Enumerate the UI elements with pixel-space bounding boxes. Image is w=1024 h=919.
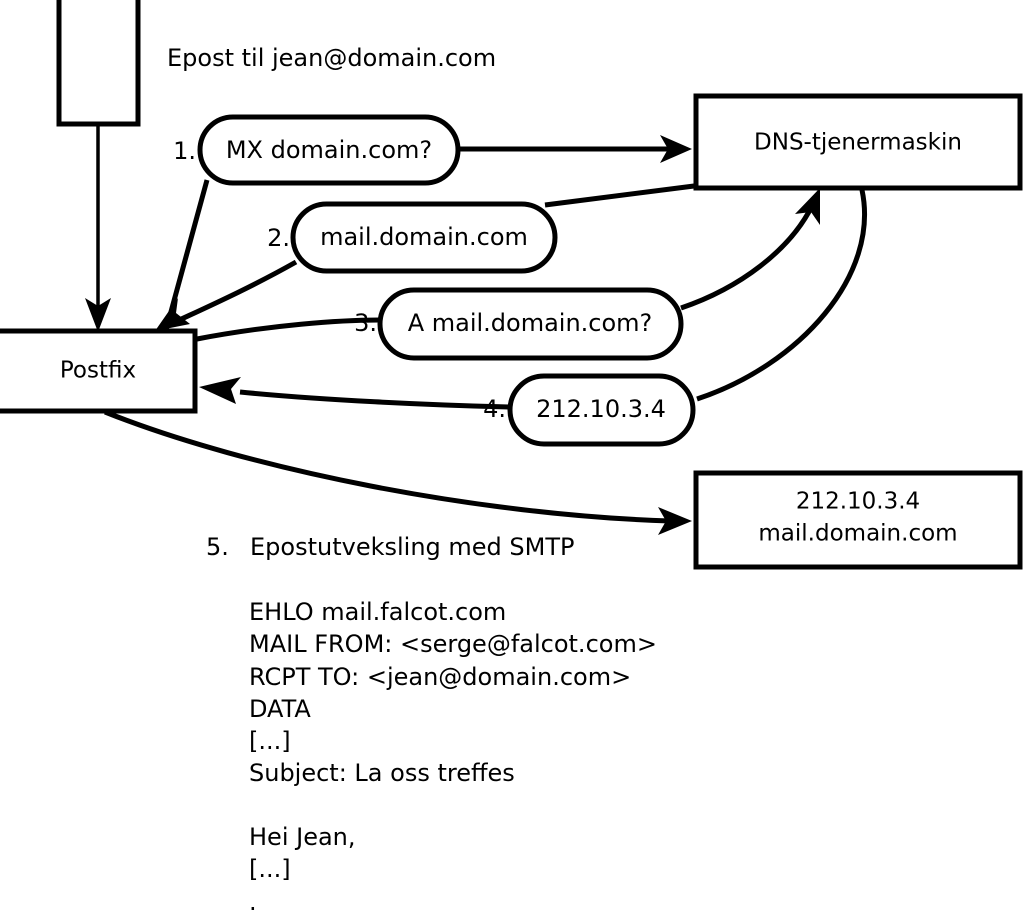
edge-step2-dns-to-postfix — [155, 183, 695, 331]
caption-email-to: Epost til jean@domain.com — [167, 44, 496, 72]
step-2: 2. mail.domain.com — [267, 201, 558, 274]
smtp-transcript: EHLO mail.falcot.com MAIL FROM: <serge@f… — [249, 598, 657, 916]
node-mail-server-ip: 212.10.3.4 — [796, 489, 920, 515]
step-4-number: 4. — [483, 395, 506, 423]
smtp-line-8: Hei Jean, — [249, 823, 356, 851]
node-postfix: Postfix — [0, 328, 198, 414]
smtp-line-4: DATA — [249, 695, 311, 723]
step-5-label: Epostutveksling med SMTP — [250, 533, 574, 561]
step-2-label: mail.domain.com — [320, 223, 528, 251]
smtp-line-2: MAIL FROM: <serge@falcot.com> — [249, 630, 657, 658]
node-dns-server-label: DNS-tjenermaskin — [754, 130, 962, 156]
step-1-label: MX domain.com? — [226, 136, 432, 164]
edge-step3-postfix-to-dns — [196, 188, 820, 342]
node-mail-server-hostname: mail.domain.com — [758, 521, 957, 547]
node-dns-server-box — [693, 93, 1023, 191]
smtp-line-5: [...] — [249, 727, 291, 755]
node-mail-server: 212.10.3.4 mail.domain.com — [693, 470, 1023, 570]
step-4: 4. 212.10.3.4 — [483, 373, 696, 447]
step-4-pill — [507, 373, 696, 447]
node-postfix-label: Postfix — [60, 358, 136, 384]
step-1-pill — [197, 114, 461, 186]
edge-step4-dns-to-postfix — [199, 189, 867, 410]
step-1: 1. MX domain.com? — [173, 114, 461, 186]
step-2-number: 2. — [267, 224, 290, 252]
smtp-line-9: [...] — [249, 855, 291, 883]
step-5-number: 5. — [206, 533, 229, 561]
step-1-number: 1. — [173, 137, 196, 165]
node-dns-server: DNS-tjenermaskin — [693, 93, 1023, 191]
smtp-line-3: RCPT TO: <jean@domain.com> — [249, 663, 631, 691]
smtp-line-6: Subject: La oss treffes — [249, 759, 515, 787]
edge-step5-postfix-to-mailserver — [104, 409, 692, 535]
node-postfix-box — [0, 328, 198, 414]
node-mail-server-box — [693, 470, 1023, 570]
step-4-label: 212.10.3.4 — [536, 395, 666, 423]
node-client-box — [56, 0, 141, 127]
edge-step1-postfix-to-dns — [163, 135, 692, 331]
step-3-pill — [377, 287, 684, 361]
smtp-line-10: . — [249, 888, 257, 916]
step-3: 3. A mail.domain.com? — [354, 287, 684, 361]
edge-client-to-postfix — [85, 124, 111, 332]
smtp-line-1: EHLO mail.falcot.com — [249, 598, 506, 626]
step-2-pill — [290, 201, 558, 274]
step-3-label: A mail.domain.com? — [408, 309, 653, 337]
step-3-number: 3. — [354, 309, 377, 337]
